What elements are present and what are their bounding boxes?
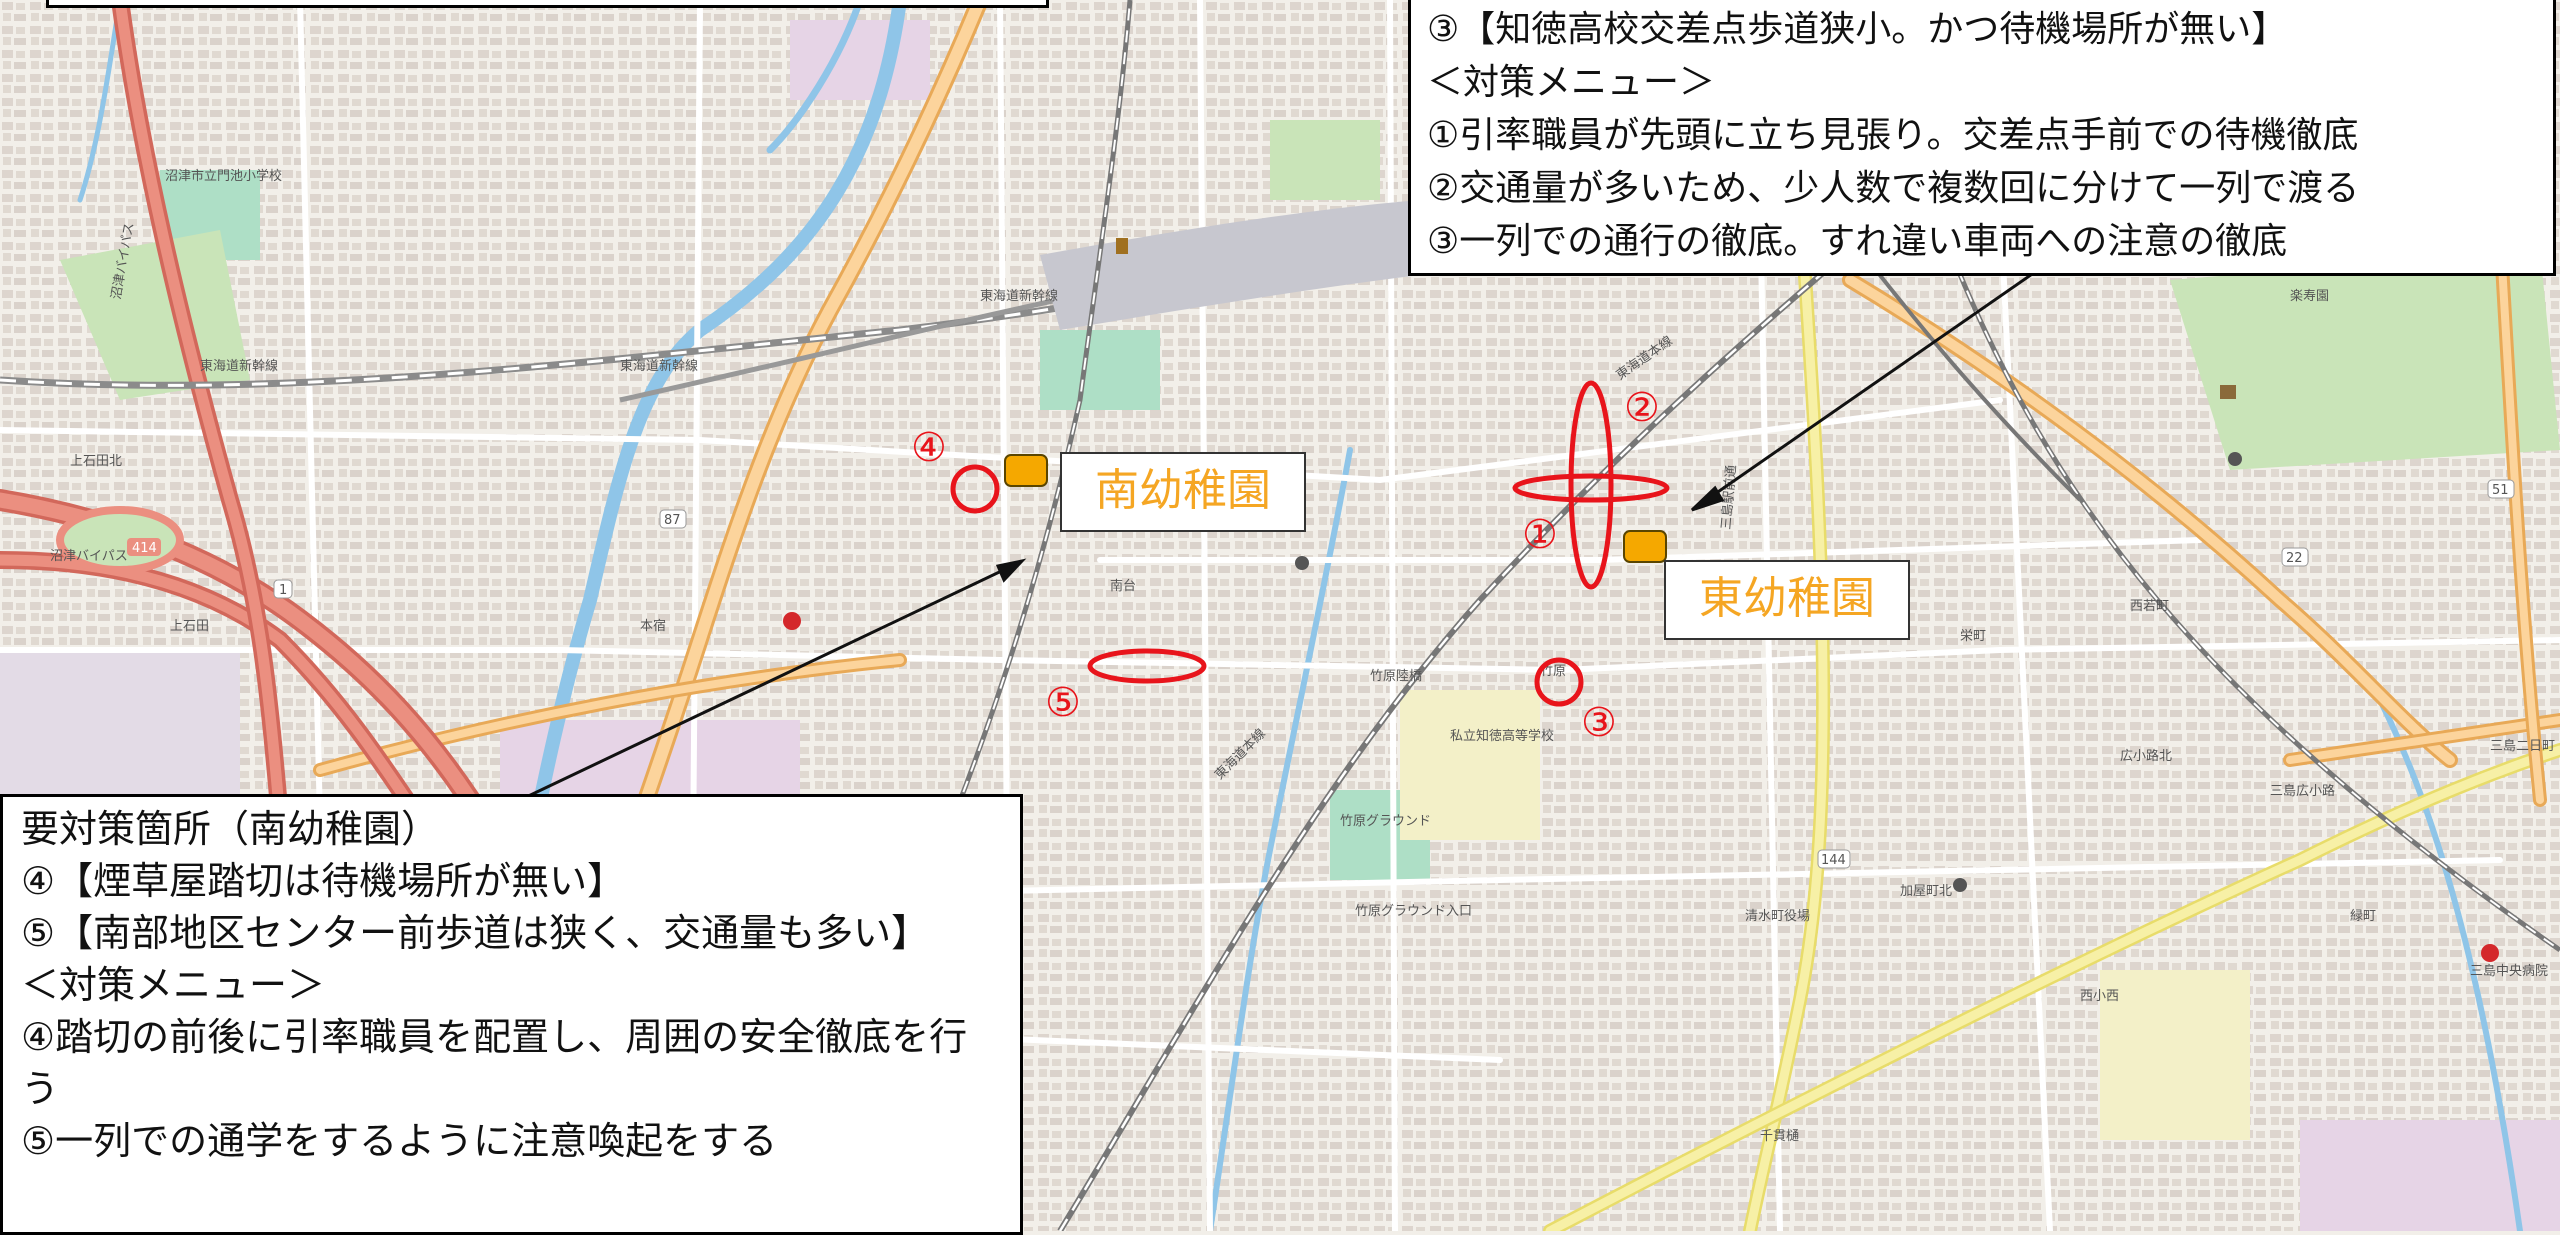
industrial-southeast bbox=[2300, 1120, 2560, 1231]
marker-number-4: ④ bbox=[911, 425, 947, 471]
poi-icon bbox=[1953, 878, 1967, 892]
label-kamiishida: 上石田 bbox=[170, 619, 209, 634]
callout-left-line-5: ④踏切の前後に引率職員を配置し、周囲の安全徹底を行う bbox=[21, 1015, 968, 1111]
callout-left-line-2: ④【煙草屋踏切は待機場所が無い】 bbox=[21, 859, 626, 903]
label-hongu: 本宿 bbox=[640, 618, 666, 634]
rail-yard bbox=[1040, 200, 1420, 330]
hazard-ring-2 bbox=[1512, 473, 1670, 503]
chitoku-high-school bbox=[1400, 690, 1540, 840]
callout-box-topleft bbox=[46, 0, 1049, 8]
label-sakaemachi: 栄町 bbox=[1960, 629, 1986, 644]
label-chitoku-high: 私立知徳高等学校 bbox=[1450, 728, 1554, 744]
callout-box-higashi: ③【知徳高校交差点歩道狭小。かつ待機場所が無い】 ＜対策メニュー＞ ①引率職員が… bbox=[1408, 0, 2556, 276]
label-takehara-ground: 竹原グラウンド bbox=[1340, 814, 1431, 829]
label-route-414: 414 bbox=[132, 541, 157, 556]
label-shinkansen-3: 東海道新幹線 bbox=[980, 288, 1058, 304]
label-hirokoji: 広小路北 bbox=[2120, 748, 2172, 764]
label-ground-entrance: 竹原グラウンド入口 bbox=[1355, 904, 1472, 919]
block-north bbox=[790, 20, 930, 100]
label-hirokoji-station: 三島広小路 bbox=[2270, 783, 2335, 799]
label-route-51: 51 bbox=[2492, 483, 2509, 498]
callout-left-line-4: ＜対策メニュー＞ bbox=[21, 963, 326, 1007]
label-route-1: 1 bbox=[279, 583, 287, 598]
label-midoricho: 緑町 bbox=[2350, 909, 2376, 924]
marker-number-1: ① bbox=[1522, 512, 1558, 558]
marker-number-3: ③ bbox=[1581, 700, 1617, 746]
marker-number-2: ② bbox=[1624, 385, 1660, 431]
label-higashi-kindergarten: 東幼稚園 bbox=[1664, 560, 1910, 640]
callout-right-line-5: ③一列での通行の徹底。すれ違い車両への注意の徹底 bbox=[1427, 221, 2288, 262]
marker-number-5: ⑤ bbox=[1045, 680, 1081, 726]
label-kamiishida-north: 上石田北 bbox=[70, 454, 122, 469]
poi-icon bbox=[2228, 452, 2242, 466]
hazard-ring-5 bbox=[1087, 648, 1207, 684]
label-hospital: 三島中央病院 bbox=[2470, 964, 2548, 979]
poi-markers bbox=[783, 238, 2499, 962]
label-takehara-bridge: 竹原陸橋 bbox=[1370, 668, 1422, 684]
label-school-monchi: 沼津市立門池小学校 bbox=[165, 168, 282, 184]
arrow-head-left bbox=[995, 558, 1027, 583]
shrine-icon bbox=[2220, 385, 2236, 399]
label-minami-kindergarten: 南幼稚園 bbox=[1060, 452, 1306, 532]
kindergarten-markers bbox=[1004, 454, 1667, 563]
label-senganbi: 千貫樋 bbox=[1760, 1128, 1799, 1144]
hazard-ring-4 bbox=[950, 464, 1000, 514]
arrow-head-right bbox=[1690, 485, 1725, 512]
label-route-87: 87 bbox=[664, 513, 681, 528]
kindergarten-marker-higashi bbox=[1623, 530, 1667, 563]
label-shinkansen-1: 東海道新幹線 bbox=[200, 358, 278, 374]
label-takehara: 竹原 bbox=[1540, 664, 1566, 679]
callout-box-minami: 要対策箇所（南幼稚園） ④【煙草屋踏切は待機場所が無い】 ⑤【南部地区センター前… bbox=[0, 794, 1023, 1235]
park-area-west bbox=[60, 230, 250, 400]
hospital-icon bbox=[783, 612, 801, 630]
numazu-bypass bbox=[0, 0, 481, 829]
arrow-left-callout bbox=[519, 564, 1013, 802]
callout-left-line-6: ⑤一列での通学をするように注意喚起をする bbox=[21, 1119, 778, 1163]
hazard-rings bbox=[950, 380, 1670, 707]
hospital-icon-east bbox=[2481, 944, 2499, 962]
callout-right-line-2: ＜対策メニュー＞ bbox=[1427, 62, 1716, 103]
label-route-22: 22 bbox=[2286, 551, 2303, 566]
callout-right-line-4: ②交通量が多いため、少人数で複数回に分けて一列で渡る bbox=[1427, 168, 2360, 209]
callout-arrows bbox=[519, 268, 2039, 802]
label-nishikoji: 西小西 bbox=[2080, 989, 2119, 1004]
green-north bbox=[1270, 120, 1380, 200]
label-minamidai: 南台 bbox=[1110, 578, 1136, 594]
label-rakujuen: 楽寿園 bbox=[2290, 288, 2329, 304]
label-route-144: 144 bbox=[1821, 853, 1846, 868]
label-bypass-2: 沼津バイパス bbox=[50, 549, 128, 564]
hazard-ring-3 bbox=[1534, 657, 1584, 707]
hazard-ring-1 bbox=[1568, 380, 1614, 590]
label-sunzu: 三島二日町 bbox=[2490, 739, 2555, 754]
school-ground-north bbox=[1040, 330, 1160, 410]
poi-icon-north bbox=[1116, 238, 1128, 254]
arrow-right-callout bbox=[1701, 268, 2039, 505]
callout-right-line-1: ③【知徳高校交差点歩道狭小。かつ待機場所が無い】 bbox=[1427, 9, 2288, 50]
callout-right-line-3: ①引率職員が先頭に立ち見張り。交差点手前での待機徹底 bbox=[1427, 115, 2359, 156]
callout-left-line-3: ⑤【南部地区センター前歩道は狭く、交通量も多い】 bbox=[21, 911, 930, 955]
callout-left-line-1: 要対策箇所（南幼稚園） bbox=[21, 807, 440, 851]
label-shinkansen-2: 東海道新幹線 bbox=[620, 358, 698, 374]
river-branch-north bbox=[766, 0, 864, 154]
kindergarten-marker-minami bbox=[1004, 454, 1048, 487]
school-southeast bbox=[2100, 970, 2250, 1140]
rakujuen-park bbox=[2170, 250, 2560, 470]
label-shimizucho: 清水町役場 bbox=[1745, 909, 1810, 924]
poi-icon bbox=[1295, 556, 1309, 570]
label-kanaya: 加屋町北 bbox=[1900, 884, 1952, 899]
label-nishiwakamachi: 西若町 bbox=[2130, 598, 2169, 614]
